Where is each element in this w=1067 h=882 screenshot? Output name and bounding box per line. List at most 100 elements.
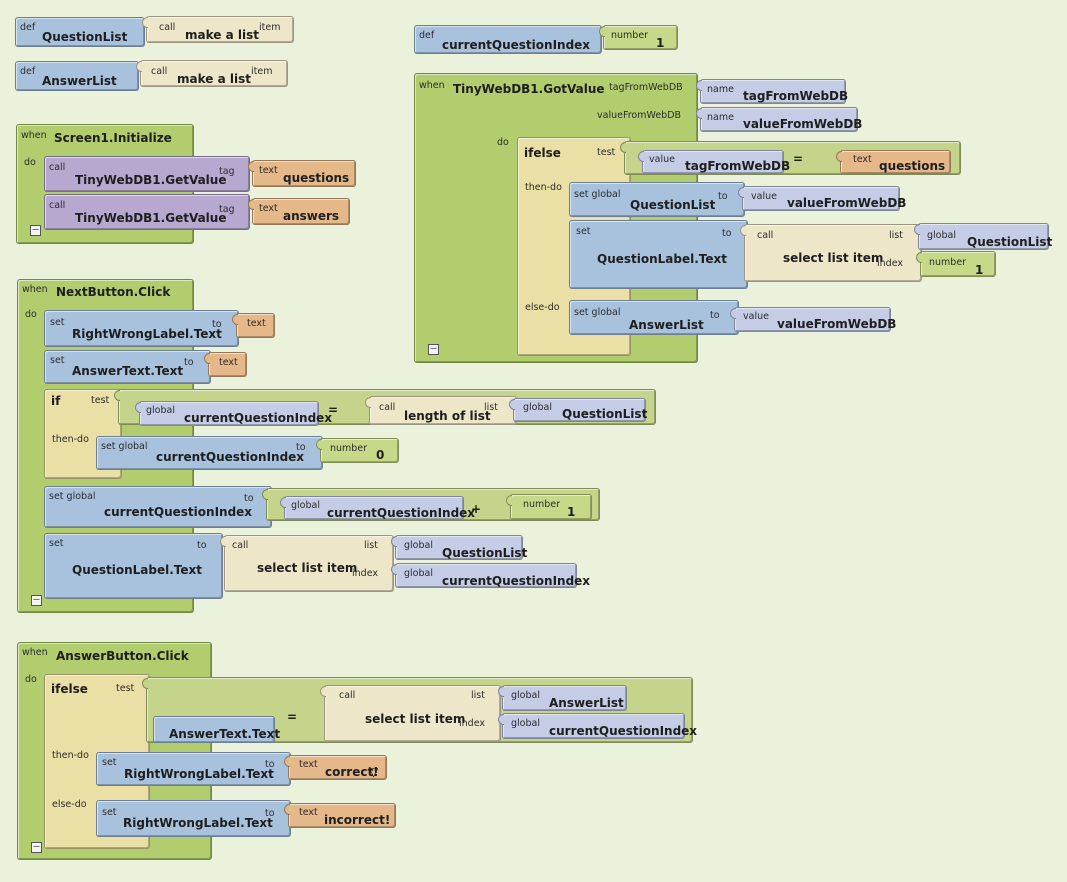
number-block[interactable]: number 1 [506, 494, 592, 520]
def-answerlist-block[interactable]: def AnswerList [15, 61, 139, 91]
set-rightwronglabel-block[interactable]: set RightWrongLabel.Text to [96, 752, 291, 786]
global-getter-block[interactable]: global currentQuestionIndex [280, 496, 475, 520]
event-name: NextButton.Click [56, 285, 171, 299]
number-value: 0 [376, 448, 385, 462]
def-keyword: def [20, 66, 36, 77]
answertext-getter-block[interactable]: AnswerText.Text [153, 716, 280, 743]
name-param-block[interactable]: name valueFromWebDB [696, 107, 862, 132]
global-getter-block[interactable]: global AnswerList [498, 685, 627, 711]
text-keyword: text [853, 154, 872, 165]
collapse-toggle-icon[interactable]: – [428, 344, 439, 355]
global-keyword: global [511, 690, 540, 701]
variable-name: QuestionList [562, 407, 648, 421]
make-a-list-block[interactable]: call make a list item [136, 60, 288, 87]
text-block[interactable]: text [232, 313, 275, 338]
call-keyword: call [49, 200, 66, 211]
number-block[interactable]: number 1 [916, 251, 996, 277]
call-keyword: call [159, 22, 176, 33]
value-keyword: value [751, 191, 777, 202]
global-getter-block[interactable]: global QuestionList [509, 398, 648, 422]
set-answertext-block[interactable]: set AnswerText.Text to [44, 350, 211, 384]
text-block[interactable]: text questions [836, 150, 951, 174]
text-block[interactable]: text correct! ▽ [284, 755, 387, 780]
global-keyword: global [404, 568, 433, 579]
call-keyword: call [151, 66, 168, 77]
def-currentquestionindex-block[interactable]: def currentQuestionIndex [414, 25, 602, 54]
set-global-keyword: set global [574, 189, 621, 200]
set-global-index-block[interactable]: set global currentQuestionIndex to [44, 486, 272, 528]
text-value: questions [283, 171, 350, 185]
tinywebdb-getvalue-call[interactable]: call TinyWebDB1.GetValue tag [44, 156, 250, 192]
call-keyword: call [232, 540, 249, 551]
name-param-block[interactable]: name tagFromWebDB [696, 79, 848, 104]
set-rightwronglabel-block[interactable]: set RightWrongLabel.Text to [96, 800, 291, 837]
global-keyword: global [511, 718, 540, 729]
number-value: 1 [975, 263, 984, 277]
arg-label: item [251, 66, 273, 77]
text-keyword: text [299, 759, 318, 770]
param-name: valueFromWebDB [743, 117, 863, 131]
select-list-item-call[interactable]: call select list item list index [740, 224, 922, 282]
def-keyword: def [419, 30, 435, 41]
text-block[interactable]: text answers [248, 198, 350, 225]
set-global-answerlist-block[interactable]: set global AnswerList to [569, 300, 739, 335]
global-getter-block[interactable]: global currentQuestionIndex [391, 563, 590, 588]
number-block[interactable]: number 0 [316, 438, 399, 463]
text-value: correct! [325, 765, 379, 779]
value-name: valueFromWebDB [777, 317, 897, 331]
set-global-keyword: set global [49, 491, 96, 502]
event-name: AnswerButton.Click [56, 649, 189, 663]
length-of-list-call[interactable]: call length of list list [365, 396, 517, 425]
set-keyword: set [102, 807, 117, 818]
number-value: 1 [567, 505, 576, 519]
number-block[interactable]: number 1 [599, 25, 678, 50]
name-keyword: name [707, 84, 734, 95]
make-a-list-block[interactable]: call make a list item [142, 16, 294, 43]
text-block[interactable]: text [204, 352, 247, 377]
global-getter-block[interactable]: global currentQuestionIndex [498, 713, 697, 739]
global-keyword: global [291, 500, 320, 511]
index-label: index [459, 718, 485, 729]
variable-name: QuestionList [967, 235, 1053, 249]
number-keyword: number [523, 499, 561, 510]
text-block[interactable]: text questions [248, 160, 356, 187]
variable-name: currentQuestionIndex [442, 574, 591, 588]
def-questionlist-block[interactable]: def QuestionList [15, 17, 145, 47]
then-do-label: then-do [525, 182, 562, 193]
method-name: TinyWebDB1.GetValue [75, 173, 227, 187]
set-questionlabel-block[interactable]: set QuestionLabel.Text to [44, 533, 223, 599]
dropdown-arrow-icon[interactable]: ▽ [369, 765, 379, 779]
value-getter-block[interactable]: value tagFromWebDB [638, 150, 790, 174]
variable-name: currentQuestionIndex [156, 450, 305, 464]
collapse-toggle-icon[interactable]: – [30, 225, 41, 236]
test-label: test [597, 147, 616, 158]
value-getter-block[interactable]: value valueFromWebDB [738, 186, 906, 211]
property-name: RightWrongLabel.Text [123, 816, 273, 830]
set-rightwronglabel-block[interactable]: set RightWrongLabel.Text to [44, 310, 239, 347]
value-getter-block[interactable]: value valueFromWebDB [730, 307, 896, 332]
variable-name: AnswerList [629, 318, 704, 332]
arg-label: item [259, 22, 281, 33]
text-block[interactable]: text incorrect! [284, 803, 396, 828]
collapse-toggle-icon[interactable]: – [31, 842, 42, 853]
set-global-index-block[interactable]: set global currentQuestionIndex to [96, 436, 323, 470]
global-keyword: global [404, 540, 433, 551]
if-block[interactable]: if test then-do [44, 389, 122, 479]
set-questionlabel-block[interactable]: set QuestionLabel.Text to [569, 220, 748, 289]
select-list-item-call[interactable]: call select list item list index [220, 535, 394, 592]
number-keyword: number [330, 443, 368, 454]
select-list-item-call[interactable]: call select list item list index [320, 685, 501, 742]
global-getter-block[interactable]: global QuestionList [391, 535, 527, 560]
to-keyword: to [265, 759, 275, 770]
global-getter-block[interactable]: global currentQuestionIndex [135, 401, 332, 426]
tinywebdb-getvalue-call[interactable]: call TinyWebDB1.GetValue tag [44, 194, 250, 230]
set-keyword: set [50, 317, 65, 328]
to-keyword: to [244, 493, 254, 504]
collapse-toggle-icon[interactable]: – [31, 595, 42, 606]
variable-name: QuestionList [630, 198, 716, 212]
else-do-label: else-do [52, 799, 87, 810]
text-keyword: text [299, 807, 318, 818]
global-getter-block[interactable]: global QuestionList [914, 223, 1053, 250]
set-global-questionlist-block[interactable]: set global QuestionList to [569, 182, 745, 217]
